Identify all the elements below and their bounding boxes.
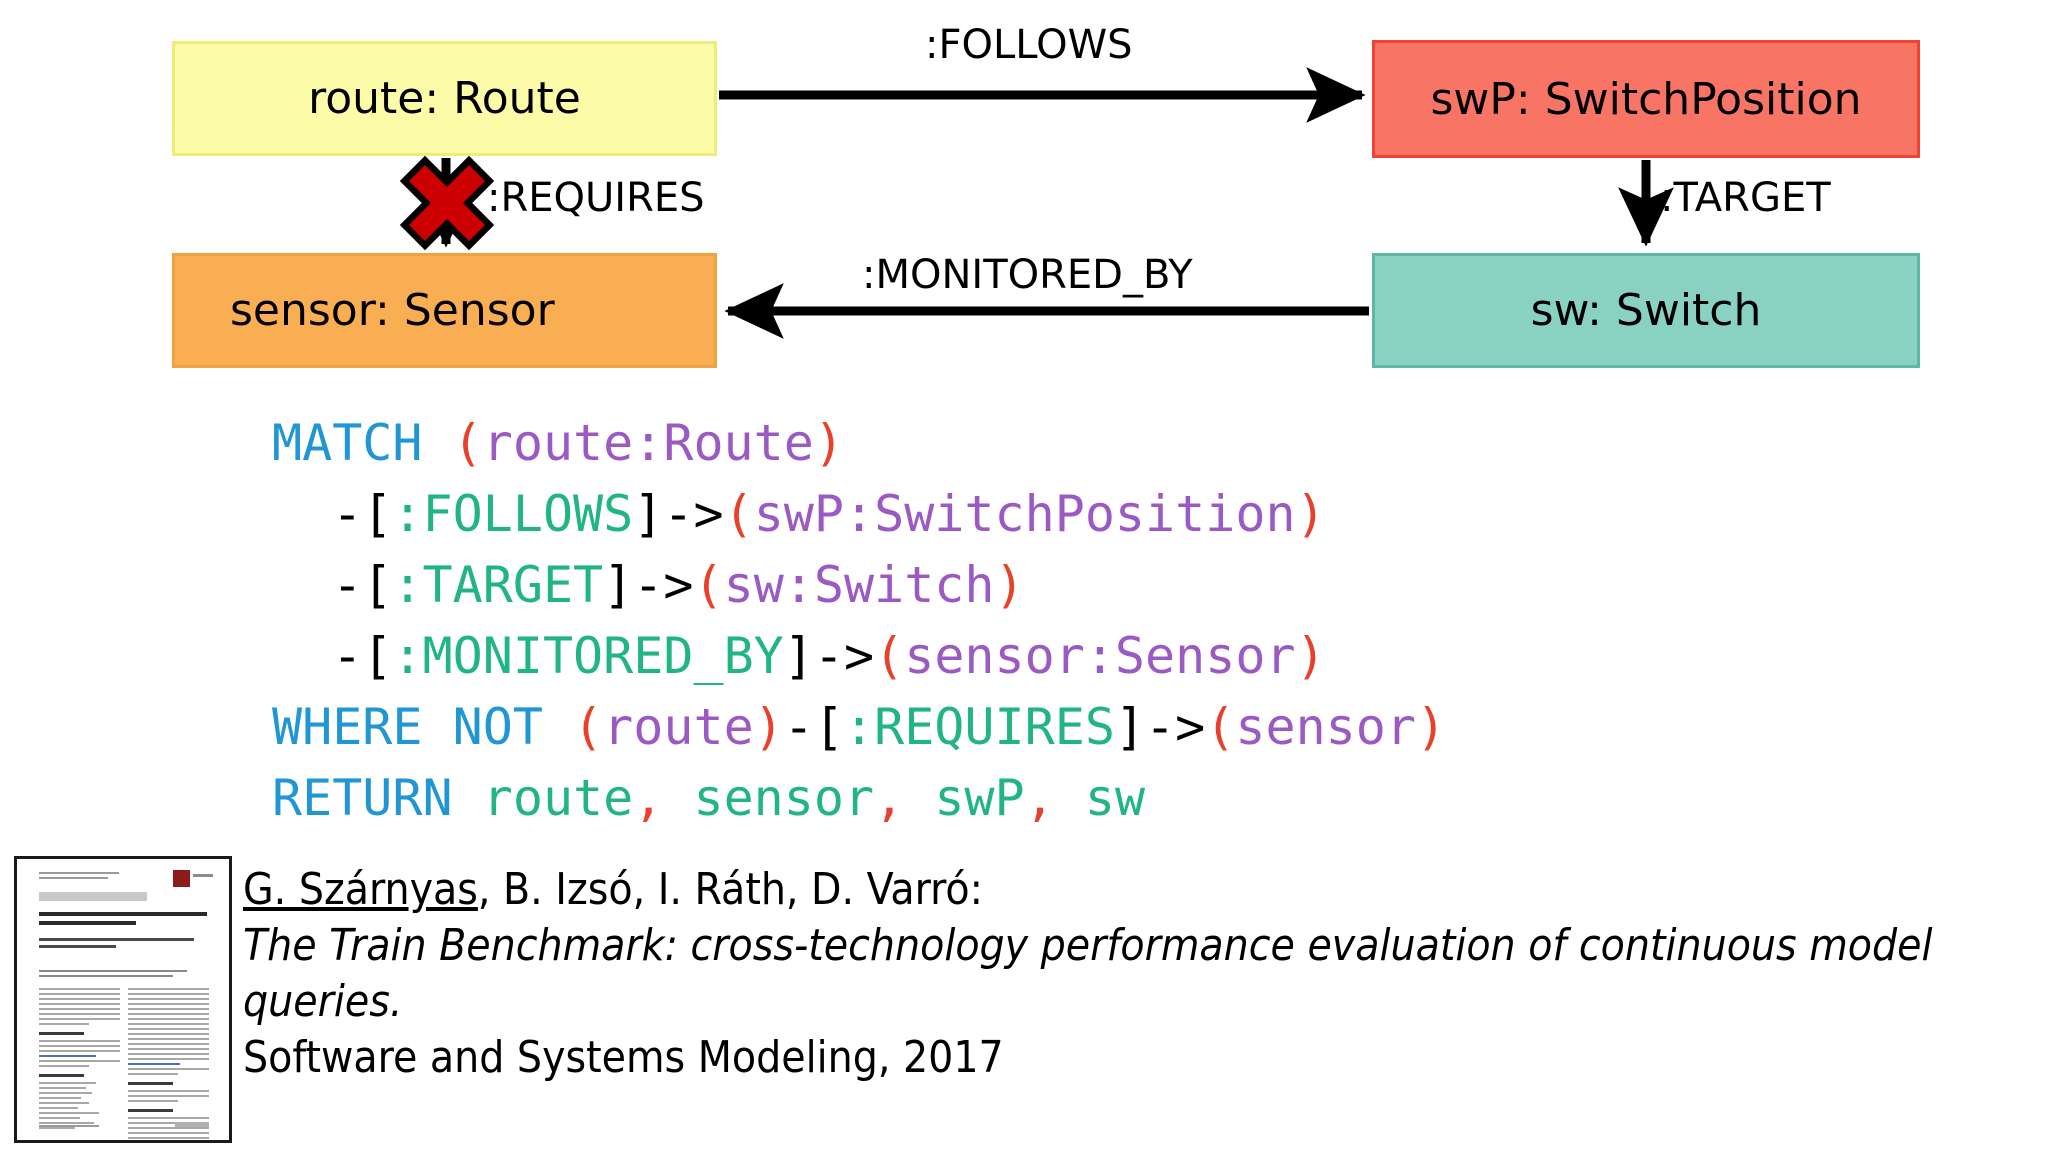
- kw-where-not: WHERE NOT: [272, 698, 543, 756]
- rel-follows: :FOLLOWS: [392, 485, 634, 543]
- publisher-logo-icon: [173, 870, 213, 888]
- kw-return: RETURN: [272, 769, 453, 827]
- var-route-route: route:Route: [482, 414, 814, 472]
- node-sensor[interactable]: sensor: Sensor: [172, 253, 717, 368]
- bracket-close-5: ]: [1114, 698, 1146, 756]
- paren-open-2: (: [723, 485, 754, 543]
- kw-match: MATCH: [272, 414, 423, 472]
- paren-open-1: (: [452, 414, 483, 472]
- rel-requires: :REQUIRES: [844, 698, 1115, 756]
- node-route[interactable]: route: Route: [172, 41, 717, 156]
- return-item-swp: swP: [934, 769, 1025, 827]
- thumbnail-section-band: [39, 892, 147, 901]
- query-line-1: MATCH (route:Route): [272, 414, 844, 472]
- paren-close-5a: ): [753, 698, 784, 756]
- arrow-5: ->: [1145, 698, 1206, 756]
- thumbnail-column-left: [39, 988, 120, 1129]
- bracket-open-5: [: [813, 698, 844, 756]
- comma-2: ,: [874, 769, 905, 827]
- thumbnail-title-lines: [39, 912, 207, 930]
- return-item-sensor: sensor: [693, 769, 875, 827]
- edge-label-follows: :FOLLOWS: [925, 22, 1133, 68]
- arrow-4: ->: [813, 627, 875, 685]
- indent-3: [272, 556, 332, 614]
- edge-label-monitored-by: :MONITORED_BY: [862, 252, 1193, 298]
- citation-authors-rest: , B. Izsó, I. Ráth, D. Varró:: [477, 864, 983, 915]
- paren-close-4: ): [1295, 627, 1326, 685]
- thumbnail-meta-lines: [39, 970, 207, 980]
- node-route-label: route: Route: [308, 73, 581, 124]
- query-line-3: -[:TARGET]->(sw:Switch): [272, 556, 1025, 614]
- query-line-5: WHERE NOT (route)-[:REQUIRES]->(sensor): [272, 698, 1446, 756]
- var-sw-switch: sw:Switch: [723, 556, 995, 614]
- node-switch-position-label: swP: SwitchPosition: [1430, 73, 1862, 125]
- thumbnail-column-right: [128, 988, 209, 1139]
- query-line-2: -[:FOLLOWS]->(swP:SwitchPosition): [272, 485, 1326, 543]
- bracket-close-4: ]: [783, 627, 814, 685]
- node-switch[interactable]: sw: Switch: [1372, 253, 1920, 368]
- bracket-open-4: [: [362, 627, 393, 685]
- citation: G. Szárnyas, B. Izsó, I. Ráth, D. Varró:…: [243, 862, 2048, 1086]
- indent-2: [272, 485, 332, 543]
- bracket-close-3: ]: [603, 556, 634, 614]
- edge-arrow-layer: [418, 67, 1674, 339]
- bracket-open-3: [: [362, 556, 393, 614]
- thumbnail-page: [23, 864, 223, 1139]
- dash-3: -: [332, 556, 363, 614]
- return-item-route: route: [482, 769, 634, 827]
- paren-open-4: (: [874, 627, 905, 685]
- dash-5: -: [783, 698, 814, 756]
- comma-1: ,: [633, 769, 664, 827]
- paren-open-5a: (: [573, 698, 604, 756]
- comma-3: ,: [1024, 769, 1055, 827]
- thumbnail-author-lines: [39, 938, 207, 952]
- node-switch-label: sw: Switch: [1530, 285, 1762, 336]
- citation-authors: G. Szárnyas, B. Izsó, I. Ráth, D. Varró:: [243, 862, 2048, 918]
- query-line-4: -[:MONITORED_BY]->(sensor:Sensor): [272, 627, 1326, 685]
- var-sensor: sensor: [1235, 698, 1416, 756]
- edge-label-target: :TARGET: [1660, 175, 1831, 221]
- arrow-2: ->: [663, 485, 724, 543]
- query-line-6: RETURN route, sensor, swP, sw: [272, 769, 1145, 827]
- arrow-3: ->: [633, 556, 694, 614]
- citation-title: The Train Benchmark: cross-technology pe…: [243, 920, 1933, 1027]
- paren-close-5b: ): [1416, 698, 1447, 756]
- paren-open-3: (: [693, 556, 724, 614]
- return-item-sw: sw: [1084, 769, 1146, 827]
- rel-target: :TARGET: [392, 556, 604, 614]
- paren-close-3: ): [994, 556, 1025, 614]
- edge-label-requires: :REQUIRES: [487, 175, 705, 221]
- var-route: route: [603, 698, 754, 756]
- node-sensor-label: sensor: Sensor: [230, 285, 555, 336]
- paren-close-1: ): [813, 414, 844, 472]
- var-swp-switchposition: swP:SwitchPosition: [753, 485, 1296, 543]
- rel-monitored-by: :MONITORED_BY: [392, 627, 784, 685]
- bracket-open-2: [: [362, 485, 393, 543]
- paren-close-2: ): [1295, 485, 1326, 543]
- thumbnail-journal-header: [39, 872, 119, 882]
- paren-open-5b: (: [1205, 698, 1236, 756]
- red-x-icon: [399, 155, 495, 251]
- dash-2: -: [332, 485, 363, 543]
- bracket-close-2: ]: [633, 485, 664, 543]
- thumbnail-footer-right: [175, 1122, 209, 1127]
- dash-4: -: [332, 627, 363, 685]
- citation-venue: Software and Systems Modeling, 2017: [243, 1032, 1004, 1083]
- graph-pattern-diagram: route: Route swP: SwitchPosition sensor:…: [0, 0, 2048, 400]
- indent-4: [272, 627, 332, 685]
- cypher-query-block: MATCH (route:Route) -[:FOLLOWS]->(swP:Sw…: [272, 408, 1446, 834]
- thumbnail-footer-left: [39, 1125, 99, 1127]
- node-switch-position[interactable]: swP: SwitchPosition: [1372, 40, 1920, 158]
- paper-first-page-thumbnail: [14, 856, 232, 1143]
- thumbnail-columns: [39, 988, 209, 1139]
- citation-author-highlighted: G. Szárnyas: [243, 864, 478, 915]
- var-sensor-sensor: sensor:Sensor: [904, 627, 1296, 685]
